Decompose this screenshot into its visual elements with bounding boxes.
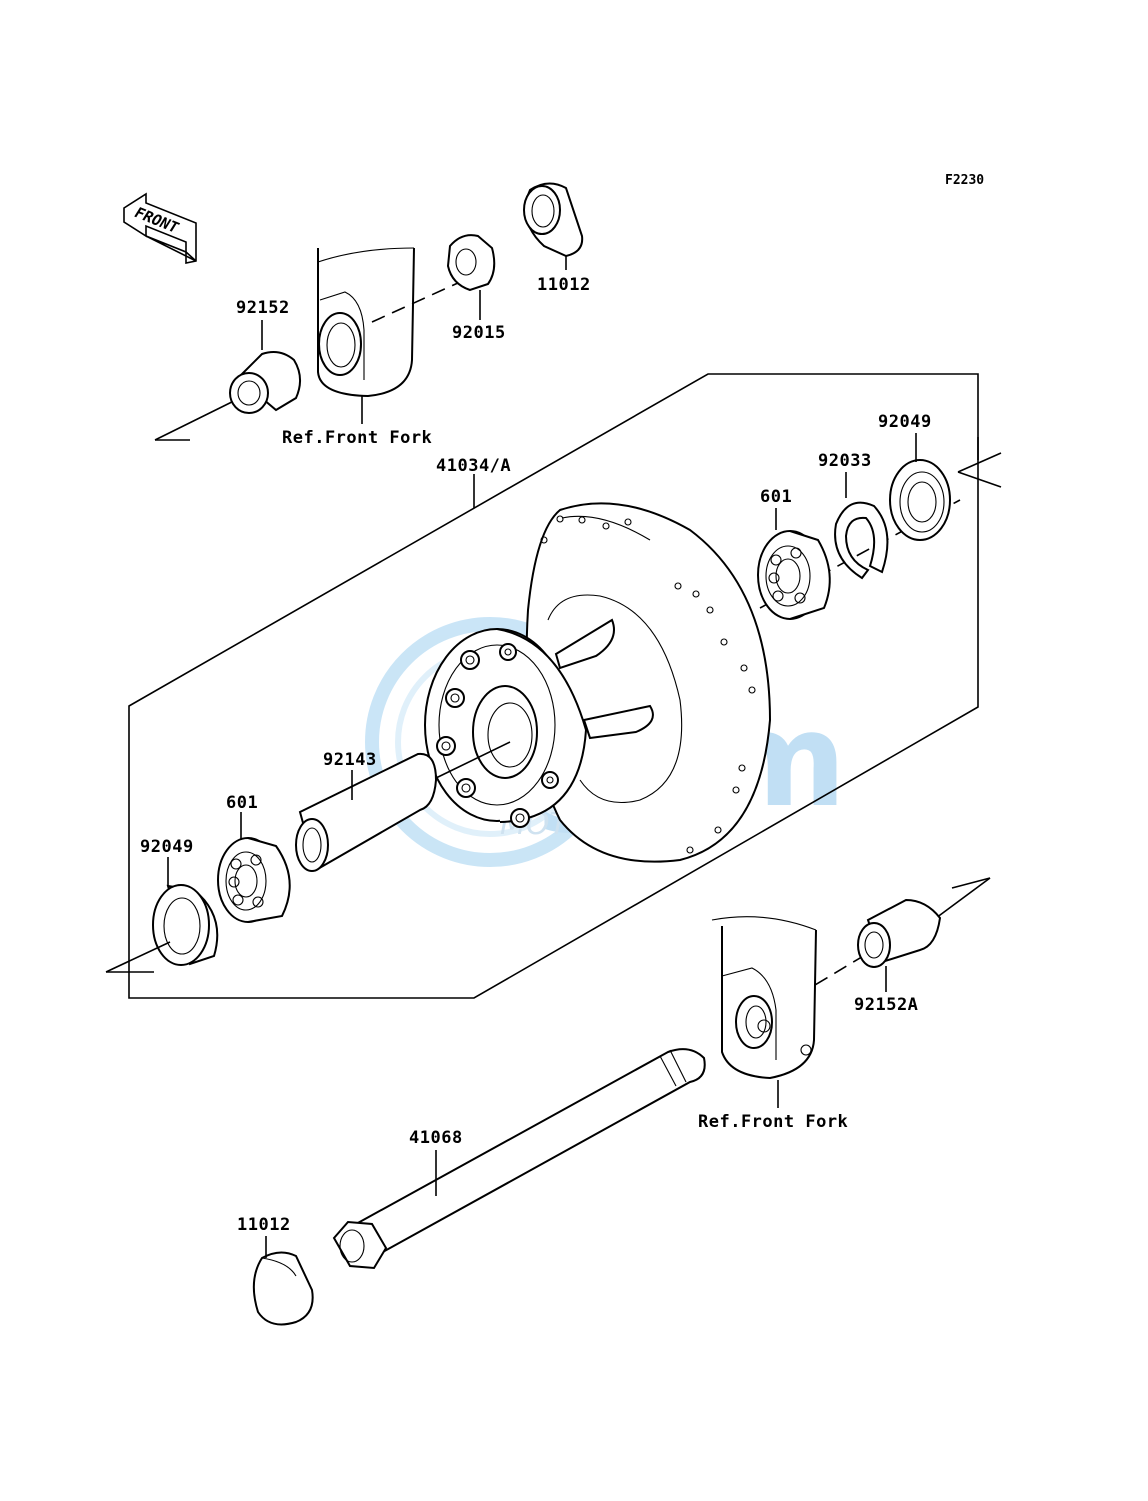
seal-92049-right: [889, 459, 951, 541]
label-92152A: 92152A: [854, 995, 918, 1015]
label-11012-top: 11012: [537, 275, 591, 295]
flange-holes: [540, 515, 756, 854]
circlip-92033: [834, 501, 889, 580]
spacer-92152A: [857, 898, 942, 968]
label-92033: 92033: [818, 451, 872, 471]
front-fork-top: [317, 247, 415, 398]
front-fork-bottom: [711, 916, 817, 1080]
spacer-92152: [229, 351, 301, 414]
cap-11012-top: [523, 182, 584, 258]
label-92049-left: 92049: [140, 837, 194, 857]
label-ref-front-fork-bottom: Ref.Front Fork: [698, 1112, 848, 1132]
axle-41068: [332, 1048, 706, 1270]
hub-bolts: [436, 643, 559, 828]
front-arrow-icon: FRONT: [123, 192, 197, 264]
wheel-hub: [424, 502, 772, 863]
nut-92015: [446, 234, 496, 292]
label-41068: 41068: [409, 1128, 463, 1148]
label-11012-bottom: 11012: [237, 1215, 291, 1235]
bearing-601-left: [217, 837, 291, 923]
label-92015: 92015: [452, 323, 506, 343]
seal-92049-left: [152, 884, 219, 966]
hub-assembly-frame: [128, 373, 979, 999]
diagram-code: F2230: [945, 173, 984, 188]
label-92152: 92152: [236, 298, 290, 318]
label-92143: 92143: [323, 750, 377, 770]
label-41034: 41034/A: [436, 456, 511, 476]
label-601-left: 601: [226, 793, 258, 813]
cap-11012-bottom: [252, 1251, 314, 1326]
sleeve-92143: [295, 752, 438, 872]
label-601-right: 601: [760, 487, 792, 507]
label-ref-front-fork-top: Ref.Front Fork: [282, 428, 432, 448]
label-92049-right: 92049: [878, 412, 932, 432]
bearing-601-right: [757, 530, 831, 620]
